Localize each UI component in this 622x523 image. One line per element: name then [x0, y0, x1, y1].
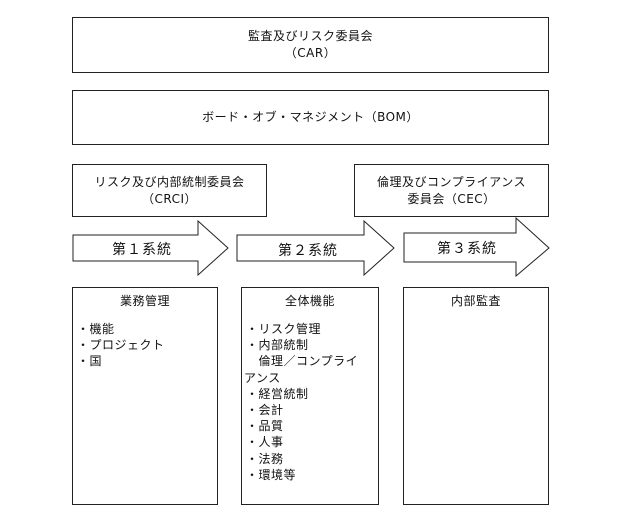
crci-title: リスク及び内部統制委員会	[94, 174, 245, 189]
cec-box: 倫理及びコンプライアンス 委員会（CEC）	[354, 164, 549, 217]
arrow-shape-3	[403, 217, 550, 277]
bom-title: ボード・オブ・マネジメント（BOM）	[202, 110, 419, 124]
cec-title: 倫理及びコンプライアンス	[377, 174, 526, 189]
list-item: ・法務	[246, 451, 284, 466]
list-item: ・国	[77, 354, 103, 369]
line-2-label: 第２系統	[278, 243, 338, 259]
bom-box: ボード・オブ・マネジメント（BOM）	[72, 90, 549, 145]
list-item: ・品質	[246, 419, 284, 434]
car-title: 監査及びリスク委員会	[247, 29, 373, 43]
line-3-label: 第３系統	[437, 241, 497, 257]
list-item: ・プロジェクト	[77, 338, 165, 353]
line-2-arrow: 第２系統	[236, 220, 396, 276]
crci-box: リスク及び内部統制委員会 （CRCI）	[72, 164, 267, 217]
list-item: ・会計	[246, 403, 284, 418]
cec-subtitle: 委員会（CEC）	[407, 191, 496, 206]
line-3-arrow: 第３系統	[403, 217, 551, 277]
list-item: ・人事	[246, 435, 284, 450]
overall-functions-list: ・リスク管理 ・内部統制 倫理／コンプライ アンス ・経営統制 ・会計 ・品質 …	[244, 321, 359, 483]
car-box: 監査及びリスク委員会 （CAR）	[72, 17, 549, 73]
internal-audit-column: 内部監査	[403, 287, 549, 505]
arrow-shape-2	[236, 220, 395, 276]
overall-functions-title: 全体機能	[284, 294, 335, 308]
list-item: ・リスク管理	[246, 322, 322, 336]
list-item: ・経営統制	[246, 386, 309, 401]
business-management-title: 業務管理	[119, 294, 170, 308]
internal-audit-title: 内部監査	[450, 294, 501, 308]
list-item: ・内部統制	[246, 338, 309, 353]
crci-abbrev: （CRCI）	[141, 191, 198, 206]
list-item: アンス	[244, 370, 281, 385]
line-1-arrow: 第１系統	[72, 220, 230, 276]
business-management-list: ・機能 ・プロジェクト ・国	[77, 321, 165, 370]
list-item: ・機能	[77, 322, 115, 336]
list-item: ・環境等	[246, 467, 297, 482]
overall-functions-column: 全体機能 ・リスク管理 ・内部統制 倫理／コンプライ アンス ・経営統制 ・会計…	[241, 287, 379, 505]
business-management-column: 業務管理 ・機能 ・プロジェクト ・国	[72, 287, 218, 505]
list-item: 倫理／コンプライ	[246, 354, 359, 369]
line-1-label: 第１系統	[112, 242, 172, 258]
arrow-shape-1	[72, 220, 229, 276]
car-abbrev: （CAR）	[284, 46, 337, 60]
